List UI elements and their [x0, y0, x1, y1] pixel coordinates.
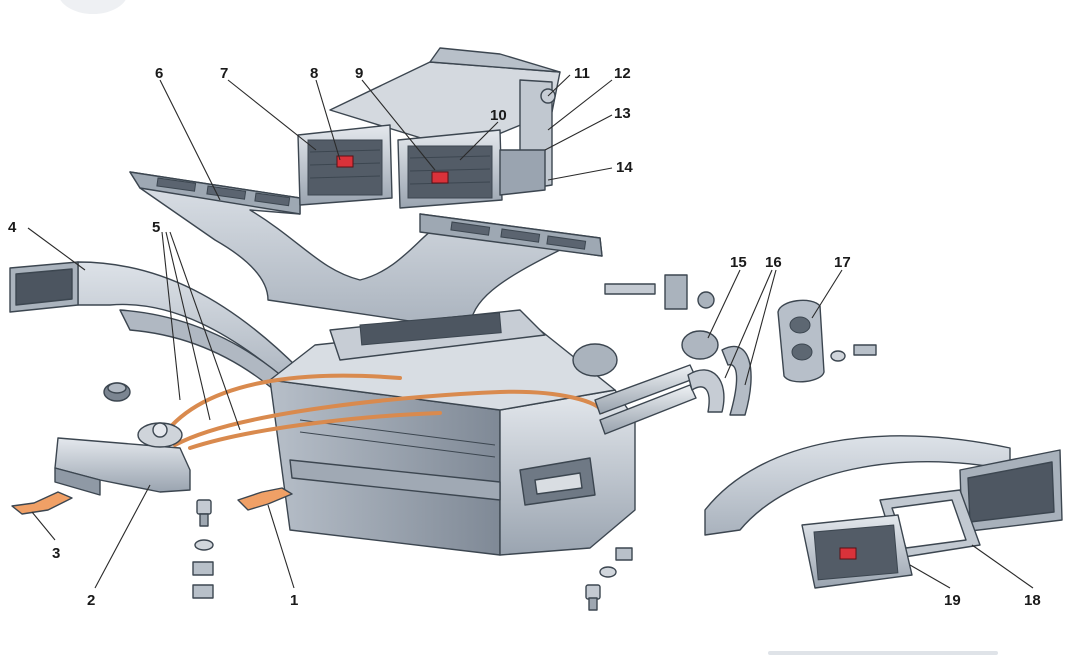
- top-decoration: [58, 0, 128, 14]
- callout-2: 2: [87, 592, 95, 609]
- callout-7: 7: [220, 65, 228, 82]
- grommet: [103, 382, 131, 402]
- leader-lines: [27, 74, 1034, 589]
- callout-19: 19: [944, 592, 961, 609]
- right-air-duct: [704, 435, 1063, 536]
- callout-5: 5: [152, 219, 160, 236]
- callout-labels: 6 7 8 9 10 11 12 13 14 4 5 15 16 17 3 2 …: [8, 65, 1041, 609]
- air-distributor-duct: [129, 171, 603, 331]
- callout-9: 9: [355, 65, 363, 82]
- bottom-scroll-indicator: [768, 651, 998, 655]
- callout-4: 4: [8, 219, 17, 236]
- control-lever-bracket: [54, 422, 191, 496]
- cable-clip-center: [237, 487, 293, 511]
- callout-6: 6: [155, 65, 163, 82]
- heater-pipes: [594, 364, 697, 435]
- callout-3: 3: [52, 545, 60, 562]
- callout-14: 14: [616, 159, 633, 176]
- cable-clip-left: [11, 491, 73, 515]
- left-air-duct: [9, 261, 301, 396]
- side-vent: [801, 514, 913, 589]
- callout-1: 1: [290, 592, 298, 609]
- gasket-plate: [777, 299, 877, 383]
- vent-knob-right: [431, 171, 449, 184]
- center-vent-assembly: [297, 47, 561, 209]
- heater-housing: [269, 309, 636, 556]
- heater-tap: [604, 274, 719, 360]
- vent-knob-left: [336, 155, 354, 168]
- hose-pair: [687, 345, 752, 416]
- callout-10: 10: [490, 107, 507, 124]
- callout-18: 18: [1024, 592, 1041, 609]
- fastener-stack-center: [192, 499, 214, 599]
- callout-16: 16: [765, 254, 782, 271]
- callout-13: 13: [614, 105, 631, 122]
- callout-12: 12: [614, 65, 631, 82]
- callout-11: 11: [574, 65, 590, 82]
- callout-15: 15: [730, 254, 747, 271]
- callout-17: 17: [834, 254, 851, 271]
- fastener-stack-right: [585, 547, 633, 611]
- control-cables: [158, 373, 604, 450]
- side-vent-knob: [839, 547, 857, 560]
- callout-8: 8: [310, 65, 318, 82]
